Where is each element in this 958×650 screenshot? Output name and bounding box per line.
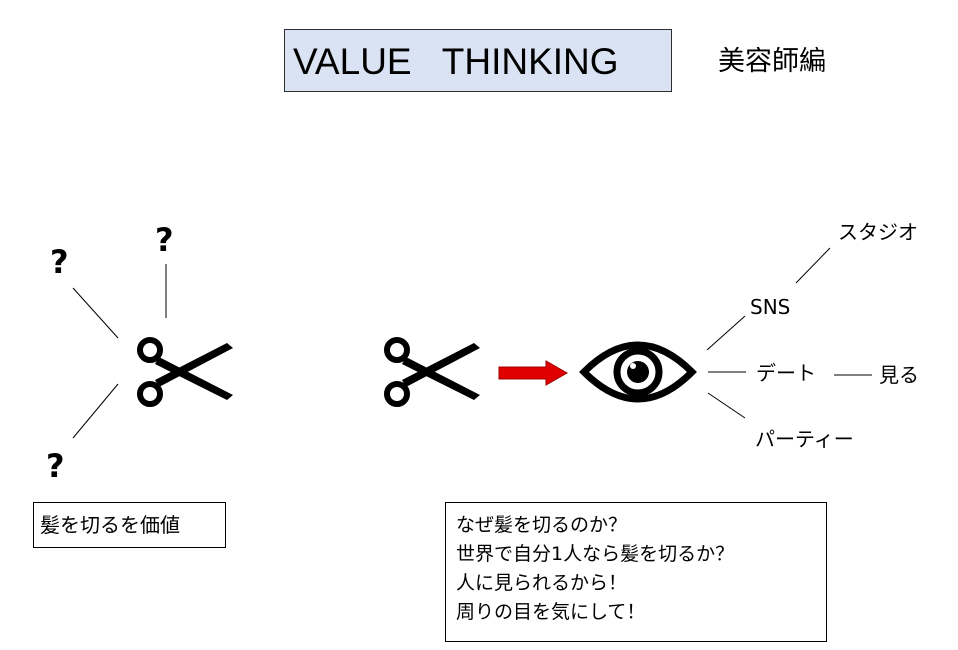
- branch-label-sns: SNS: [750, 295, 791, 319]
- connector-line: [795, 247, 831, 284]
- question-mark: ?: [50, 243, 69, 281]
- branch-label-party: パーティー: [755, 427, 854, 451]
- branch-label-studio: スタジオ: [838, 220, 918, 244]
- question-mark: ?: [155, 221, 174, 259]
- scissors-icon: [384, 337, 480, 407]
- connector-line: [706, 315, 746, 351]
- branch-label-date: デート: [756, 361, 816, 385]
- caption-box-left: 髪を切るを価値: [33, 502, 226, 548]
- arrow-right-icon: [498, 360, 569, 386]
- caption-line: 人に見られるから！: [456, 572, 628, 594]
- diagram-title: VALUE THINKING: [284, 29, 672, 92]
- eye-icon: [579, 341, 697, 403]
- caption-line: 世界で自分1人なら髪を切るか？: [456, 543, 735, 565]
- connector-line: [72, 287, 119, 339]
- connector-line: [707, 392, 746, 419]
- question-mark: ?: [46, 447, 65, 485]
- branch-label-see: 見る: [879, 363, 919, 387]
- diagram-subtitle: 美容師編: [718, 46, 826, 77]
- caption-line: なぜ髪を切るのか？: [456, 514, 628, 536]
- scissors-icon: [137, 337, 233, 407]
- caption-box-right: なぜ髪を切るのか？ 世界で自分1人なら髪を切るか？ 人に見られるから！ 周りの目…: [445, 502, 827, 642]
- caption-line: 周りの目を気にして！: [456, 601, 646, 623]
- connector-line: [72, 383, 119, 439]
